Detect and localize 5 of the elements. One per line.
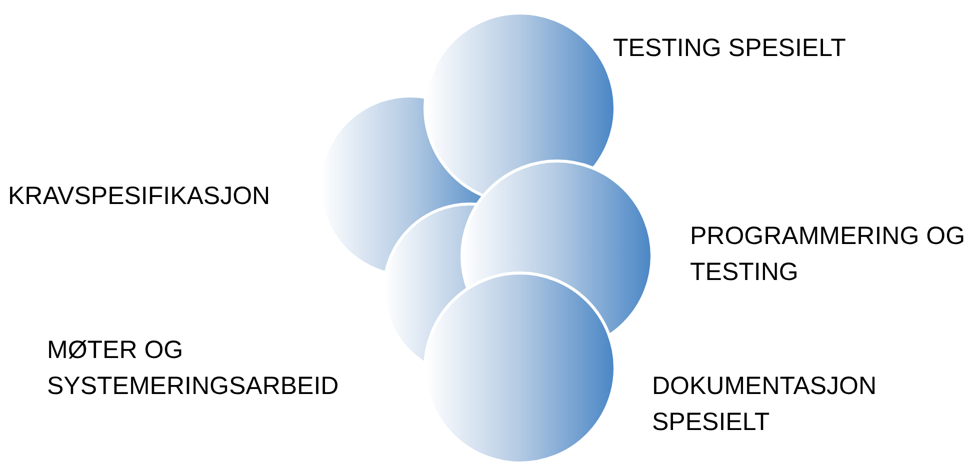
- circle-caption: DOKUMENTASJON SPESIELT: [652, 371, 872, 438]
- circle-caption: MØTER OG SYSTEMERINGSARBEID: [47, 335, 340, 402]
- circle-caption: PROGRAMMERING OG TESTING: [690, 221, 966, 288]
- circle-caption: KRAVSPESIFIKASJON: [8, 181, 272, 212]
- circle-caption: TESTING SPESIELT: [613, 33, 847, 64]
